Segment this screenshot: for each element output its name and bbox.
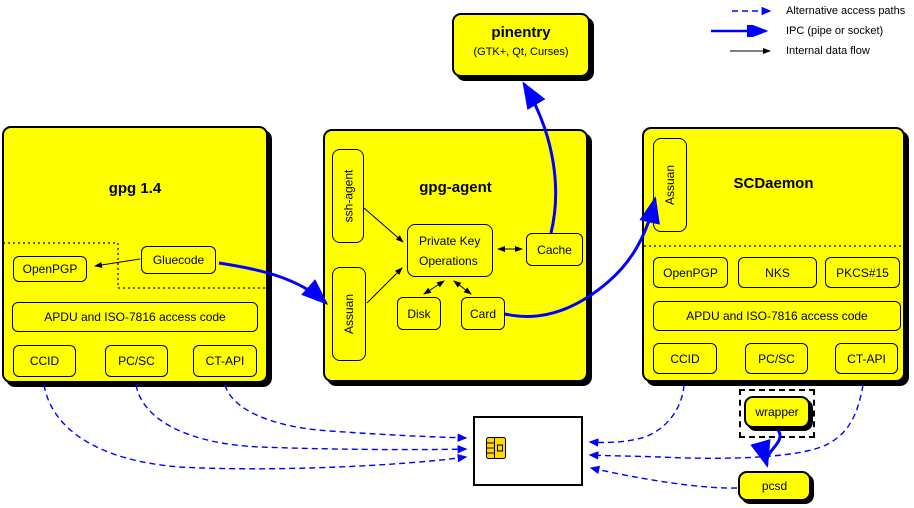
- alt-scdaemon-ccid-to-card: [588, 384, 685, 447]
- gpg14-openpgp-label: OpenPGP: [22, 262, 78, 276]
- legend-label: Internal data flow: [786, 45, 870, 57]
- alt-pcsd-to-card: [589, 465, 738, 489]
- scdaemon-nks-box: NKS: [738, 257, 817, 288]
- alt-gpg14-ccid-to-card: [43, 384, 468, 470]
- legend-label: Alternative access paths: [786, 5, 906, 17]
- dashed-arrow-icon: [732, 6, 772, 16]
- pinentry-title: pinentry: [491, 24, 551, 41]
- gpg14-ccid-label: CCID: [29, 354, 60, 368]
- scdaemon-pkcs15-label: PKCS#15: [836, 265, 889, 280]
- legend-label: IPC (pipe or socket): [786, 25, 884, 37]
- gpg14-apdu-box: APDU and ISO-7816 access code: [12, 302, 258, 332]
- smartcard: [473, 416, 583, 486]
- gpg14-apdu-label: APDU and ISO-7816 access code: [44, 310, 226, 324]
- legend-row-ipc: IPC (pipe or socket): [710, 21, 905, 41]
- card-access-box: Card: [461, 297, 505, 330]
- card-access-label: Card: [469, 306, 496, 321]
- gpg14-title: gpg 1.4: [108, 180, 162, 197]
- scdaemon-apdu-label: APDU and ISO-7816 access code: [686, 309, 868, 323]
- scdaemon-openpgp-label: OpenPGP: [663, 265, 718, 280]
- wrapper-label: wrapper: [755, 405, 799, 419]
- alt-gpg14-pcsc-to-card: [135, 384, 468, 454]
- scdaemon-openpgp-box: OpenPGP: [653, 257, 728, 288]
- ssh-agent-label: ssh-agent: [341, 169, 356, 223]
- pinentry-box: pinentry (GTK+, Qt, Curses): [452, 13, 590, 77]
- scdaemon-pcsc-box: PC/SC: [745, 343, 808, 374]
- gpg14-ccid-box: CCID: [13, 345, 76, 377]
- gpg14-openpgp-box: OpenPGP: [13, 256, 87, 282]
- scdaemon-ctapi-label: CT-API: [847, 351, 886, 366]
- gpg14-gluecode-label: Gluecode: [152, 253, 205, 267]
- pko-line1: Private Key: [419, 234, 481, 248]
- gpg-agent-box: gpg-agent ssh-agent Assuan Private Key O…: [323, 129, 588, 382]
- pko-line2: Operations: [419, 254, 478, 268]
- scdaemon-ccid-label: CCID: [670, 351, 700, 366]
- private-key-operations-box: Private Key Operations: [407, 224, 493, 277]
- gpg14-pcsc-box: PC/SC: [105, 345, 168, 377]
- smartcard-chip-icon: [486, 437, 506, 459]
- black-arrow-icon: [730, 48, 771, 54]
- alt-scdaemon-ctapi-to-card: [588, 384, 864, 460]
- wrapper-box: wrapper: [744, 396, 810, 428]
- scdaemon-assuan-box: Assuan: [653, 138, 687, 232]
- scdaemon-title: SCDaemon: [733, 175, 814, 192]
- gpg-agent-assuan-box: Assuan: [332, 267, 366, 361]
- assuan-label: Assuan: [342, 293, 356, 335]
- ipc-arrow-icon: [711, 25, 769, 37]
- alt-gpg14-ctapi-to-card: [224, 384, 468, 442]
- scdaemon-ctapi-box: CT-API: [835, 343, 898, 374]
- legend: Alternative access paths IPC (pipe or so…: [710, 1, 905, 61]
- legend-row-internal: Internal data flow: [710, 41, 905, 61]
- cache-box: Cache: [526, 233, 583, 266]
- assuan-label: Assuan: [663, 164, 677, 206]
- pcsd-box: pcsd: [738, 471, 811, 501]
- disk-box: Disk: [397, 297, 441, 330]
- scdaemon-pcsc-label: PC/SC: [758, 351, 795, 366]
- disk-label: Disk: [407, 306, 431, 321]
- gpg14-box: gpg 1.4 OpenPGP Gluecode APDU and ISO-78…: [2, 126, 268, 383]
- gpg14-ctapi-label: CT-API: [205, 354, 245, 368]
- cache-label: Cache: [537, 242, 572, 257]
- gpg-agent-title: gpg-agent: [419, 179, 492, 196]
- gpg14-ctapi-box: CT-API: [193, 345, 257, 377]
- pinentry-subtitle: (GTK+, Qt, Curses): [473, 46, 569, 58]
- scdaemon-pkcs15-box: PKCS#15: [825, 257, 900, 288]
- pcsd-label: pcsd: [761, 479, 788, 493]
- gpg14-pcsc-label: PC/SC: [118, 354, 155, 368]
- scdaemon-ccid-box: CCID: [653, 343, 717, 374]
- gpg-agent-ssh-agent-box: ssh-agent: [332, 149, 364, 243]
- scdaemon-apdu-box: APDU and ISO-7816 access code: [653, 301, 901, 331]
- scdaemon-box: SCDaemon Assuan OpenPGP NKS PKCS#15 APDU…: [642, 127, 905, 382]
- scdaemon-nks-label: NKS: [765, 265, 790, 280]
- legend-row-alternative: Alternative access paths: [710, 1, 905, 21]
- gpg14-gluecode-box: Gluecode: [141, 246, 216, 274]
